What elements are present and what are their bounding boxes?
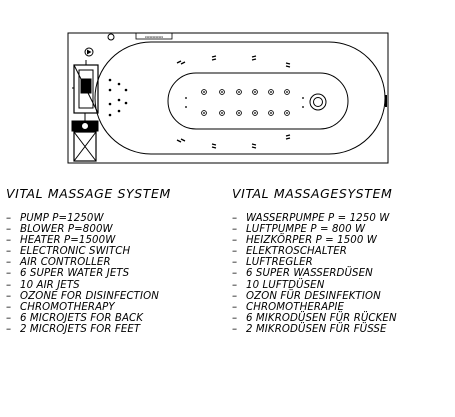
pump-symbol-icon (84, 47, 94, 57)
tub-bottom-recess (167, 72, 349, 130)
air-jets-left (108, 78, 128, 117)
list-item: –OZONE FOR DISINFECTION (6, 290, 159, 302)
control-knob (107, 33, 115, 41)
spec-column-english: VITAL MASSAGE SYSTEM –PUMP P=1250W –BLOW… (6, 186, 221, 335)
list-item: –2 MICROJETS FOR FEET (6, 323, 141, 335)
list-item: –LUFTPUMPE P = 800 W (232, 224, 366, 236)
list-item: –PUMP P=1250W (6, 213, 104, 224)
list-item: –6 SUPER WASSERDÜSEN (232, 268, 373, 280)
list-item: –WASSERPUMPE P = 1250 W (232, 213, 390, 224)
list-item: –6 SUPER WATER JETS (6, 268, 130, 280)
side-jets (185, 97, 304, 108)
spec-column-german: VITAL MASSAGESYSTEM –WASSERPUMPE P = 125… (232, 186, 452, 335)
tub-outer-frame (67, 32, 389, 164)
list-item: –2 MIKRODÜSEN FÜR FÜSSE (232, 323, 387, 335)
tub-inner-basin (94, 41, 386, 155)
spec-list-english: –PUMP P=1250W –BLOWER P=800W –HEATER P=1… (6, 213, 221, 335)
microjets-feet (203, 91, 288, 114)
list-item: –10 LUFTDÜSEN (232, 279, 325, 291)
list-item: –CHROMOTHERAPIE (232, 301, 345, 313)
list-item: –LUFTREGLER (232, 257, 313, 269)
control-panel-label: ▭▭▭▭▭▭ (145, 35, 163, 41)
pump-unit (71, 113, 99, 162)
control-panel: ▭▭▭▭▭▭ (135, 32, 173, 41)
drain-inner (313, 97, 323, 107)
bathtub-top-view-diagram: ▭▭▭▭▭▭ (67, 32, 389, 164)
microjets-back (201, 89, 290, 116)
list-item: –ELECTRONIC SWITCH (6, 246, 131, 258)
list-item: –HEIZKÖRPER P = 1500 W (232, 235, 377, 247)
list-item: –CHROMOTHERAPY (6, 301, 115, 313)
list-item: –6 MICROJETS FOR BACK (6, 312, 144, 324)
list-item: –ELEKTROSCHALTER (232, 246, 347, 258)
blower-unit (72, 60, 99, 114)
list-item: –6 MIKRODÜSEN FÜR RÜCKEN (232, 312, 397, 324)
spec-title-english: VITAL MASSAGE SYSTEM (6, 186, 171, 201)
water-jets-bottom (176, 134, 291, 149)
spec-title-german: VITAL MASSAGESYSTEM (232, 186, 393, 201)
list-item: –10 AIR JETS (6, 279, 80, 291)
list-item: –BLOWER P=800W (6, 224, 113, 236)
list-item: –OZON FÜR DESINFEKTION (232, 290, 381, 302)
water-jets-top (176, 55, 291, 68)
list-item: –HEATER P=1500W (6, 235, 116, 247)
drain-outer (309, 93, 327, 111)
spec-list-german: –WASSERPUMPE P = 1250 W –LUFTPUMPE P = 8… (232, 213, 452, 335)
list-item: –AIR CONTROLLER (6, 257, 111, 269)
